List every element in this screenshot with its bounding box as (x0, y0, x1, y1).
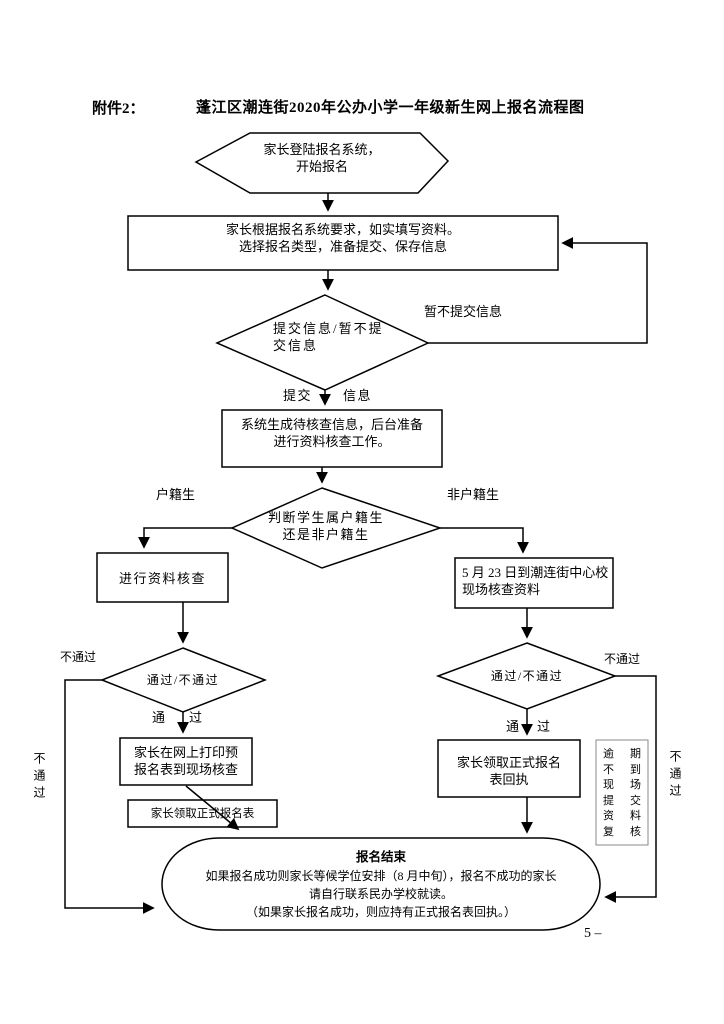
right-pass-decision-label: 通过/不通过 (490, 669, 564, 683)
receive-receipt-box-shape (437, 739, 581, 798)
receive-receipt-line2: 表回执 (489, 772, 529, 787)
submit-decision-label: 提交信息/暂不提交信息 (273, 321, 384, 353)
verify-onsite-line1: 5 月 23 日到潮连街中心校 (462, 565, 609, 580)
overdue-char: 提 (603, 794, 614, 807)
print-form-line1: 家长在网上打印预 (133, 745, 238, 760)
overdue-char: 核 (630, 825, 641, 838)
fill-info-line1: 家长根据报名系统要求，如实填写资料。 (225, 222, 460, 237)
non-resident-branch-label: 非户籍生 (447, 487, 500, 502)
verify-onsite-line2: 现场核查资料 (462, 582, 541, 597)
overdue-row: 复 核 (603, 825, 641, 840)
residence-decision-label: 判断学生属户籍生 还是非户籍生 (240, 509, 412, 543)
receive-form-label: 家长领取正式报名表 (150, 808, 255, 820)
overdue-char: 料 (630, 810, 641, 822)
overdue-char: 不 (603, 763, 614, 776)
receive-receipt-label: 家长领取正式报名 表回执 (438, 754, 580, 788)
right-pass-label-right: 过 (537, 719, 551, 734)
system-generate-line1: 系统生成待核查信息，后台准备 (240, 417, 423, 432)
start-line1: 家长登陆报名系统， (263, 142, 381, 157)
verify-online-label: 进行资料核查 (118, 571, 206, 586)
verify-onsite-label: 5 月 23 日到潮连街中心校 现场核查资料 (462, 564, 610, 598)
resident-branch-label: 户籍生 (156, 487, 196, 502)
receive-receipt-line1: 家长领取正式报名 (456, 755, 561, 770)
right-fail-branch-label: 不通过 (604, 652, 641, 666)
left-fail-vertical-label: 不通过 (32, 752, 46, 803)
system-generate-box-shape (221, 409, 443, 468)
connector-residence-to-onsite (440, 527, 529, 554)
overdue-row: 逾 期 (603, 747, 641, 762)
system-generate-line2: 进行资料核查工作。 (273, 434, 391, 449)
fill-info-label: 家长根据报名系统要求，如实填写资料。 选择报名类型，准备提交、保存信息 (128, 221, 558, 255)
verify-onsite-box-shape (454, 557, 614, 609)
end-node-label: 报名结束 如果报名成功则家长等候学位安排（8 月中旬），报名不成功的家长 请自行… (172, 848, 590, 921)
connector-right-fail (604, 675, 657, 903)
overdue-char: 现 (603, 779, 614, 791)
overdue-row: 不 到 (603, 763, 641, 778)
print-form-label: 家长在网上打印预 报名表到现场核查 (120, 744, 252, 778)
end-line1: 如果报名成功则家长等候学位安排（8 月中旬），报名不成功的家长 (205, 869, 557, 883)
end-line2: 请自行联系民办学校就读。 (308, 887, 453, 901)
overdue-row: 提 交 (603, 794, 641, 809)
connector-print-to-end (185, 785, 240, 831)
submit-branch-label-left: 提交 (283, 388, 313, 403)
overdue-char: 逾 (603, 748, 614, 760)
end-title: 报名结束 (355, 850, 406, 864)
start-hexagon-shape (194, 132, 450, 194)
left-pass-label-right: 过 (189, 710, 203, 725)
start-line2: 开始报名 (295, 159, 348, 174)
overdue-char: 期 (630, 748, 641, 760)
right-pass-label-left: 通 (506, 719, 520, 734)
start-node-label: 家长登陆报名系统， 开始报名 (196, 141, 448, 175)
system-generate-label: 系统生成待核查信息，后台准备 进行资料核查工作。 (222, 416, 442, 450)
overdue-char: 复 (603, 825, 614, 838)
page-title: 蓬江区潮连街2020年公办小学一年级新生网上报名流程图 (196, 100, 585, 116)
submit-branch-label-right: 信息 (343, 388, 373, 403)
residence-decision-diamond-shape (230, 487, 443, 569)
overdue-note-label: 逾 期 不 到 现 场 提 交 资 料 复 核 (603, 747, 641, 839)
page-number: 5 – (584, 926, 602, 941)
left-fail-branch-label: 不通过 (60, 650, 97, 664)
no-submit-branch-label: 暂不提交信息 (424, 304, 503, 319)
print-form-line2: 报名表到现场核查 (133, 762, 238, 777)
overdue-char: 到 (630, 763, 641, 776)
connector-left-fail (64, 679, 155, 914)
left-pass-decision-label: 通过/不通过 (146, 673, 220, 687)
overdue-char: 资 (603, 810, 614, 822)
fill-info-line2: 选择报名类型，准备提交、保存信息 (238, 239, 447, 254)
attachment-label: 附件2： (92, 101, 145, 117)
residence-decision-line2: 还是非户籍生 (282, 527, 370, 542)
residence-decision-line1: 判断学生属户籍生 (267, 510, 384, 525)
overdue-row: 资 料 (603, 809, 641, 824)
end-stadium-shape (161, 837, 601, 931)
connector-no-submit-loop (428, 237, 648, 344)
overdue-note-box-shape (595, 739, 649, 846)
verify-online-box-shape (96, 552, 229, 603)
end-line3: （如果家长报名成功，则应持有正式报名表回执。） (245, 905, 516, 919)
overdue-char: 场 (630, 779, 641, 791)
left-pass-label-left: 通 (152, 710, 166, 725)
print-form-box-shape (119, 737, 253, 786)
overdue-char: 交 (630, 794, 641, 807)
connector-residence-to-online (138, 527, 232, 549)
right-fail-vertical-label: 不通过 (668, 750, 682, 801)
overdue-row: 现 场 (603, 778, 641, 793)
fill-info-box-shape (127, 215, 559, 271)
